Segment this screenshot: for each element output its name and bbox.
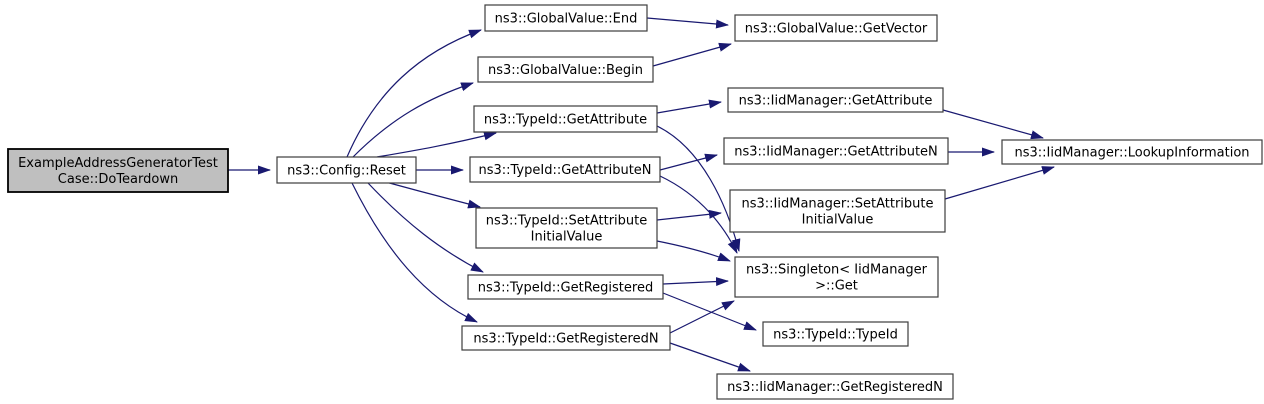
node-box-gv_getvector[interactable] [734,14,938,42]
node-tid_getregn[interactable]: ns3::TypeId::GetRegisteredN [461,325,671,351]
node-iid_getattr[interactable]: ns3::IidManager::GetAttribute [727,87,944,113]
node-box-tid_getattr[interactable] [473,105,658,133]
node-iid_getattrn[interactable]: ns3::IidManager::GetAttributeN [723,137,949,165]
node-box-iid_getattrn[interactable] [723,137,949,165]
edge-reset-tid_getregn [351,182,478,323]
node-label-iid_lookup: ns3::IidManager::LookupInformation [1014,146,1249,161]
node-box-tid_setattr[interactable] [475,207,658,249]
edge-tid_getreg-singleton_get [662,277,729,287]
edge-tid_getreg-tid_ctor [662,292,757,331]
edge-tid_setattr-singleton_get [656,240,731,262]
edge-reset-tid_setattr [381,180,481,209]
node-box-iid_getattr[interactable] [727,87,944,113]
edge-reset-tid_getreg [367,182,484,273]
edge-tid_getregn-singleton_get [669,300,735,334]
node-box-singleton_get[interactable] [734,256,939,298]
node-label-iid_getattrn: ns3::IidManager::GetAttributeN [734,145,938,160]
node-iid_getregn[interactable]: ns3::IidManager::GetRegisteredN [716,373,954,400]
node-gv_getvector[interactable]: ns3::GlobalValue::GetVector [734,14,938,42]
node-label-tid_ctor: ns3::TypeId::TypeId [773,328,898,343]
node-gv_end[interactable]: ns3::GlobalValue::End [484,4,648,32]
edge-iid_setattr-iid_lookup [944,166,1055,200]
node-box-iid_getregn[interactable] [716,373,954,400]
node-tid_getattrn[interactable]: ns3::TypeId::GetAttributeN [469,156,661,183]
node-label-singleton_get: ns3::Singleton< IidManager>::Get [746,263,928,294]
edge-tid_getattrn-singleton_get [659,175,738,254]
node-box-doteardown[interactable] [7,148,229,193]
edge-tid_getattr-singleton_get [656,125,741,252]
node-tid_getattr[interactable]: ns3::TypeId::GetAttribute [473,105,658,133]
node-label-iid_getattr: ns3::IidManager::GetAttribute [739,94,933,109]
edge-reset-tid_getattr [376,131,497,158]
edge-tid_getattrn-iid_getattrn [659,153,718,171]
node-label-tid_getregn: ns3::TypeId::GetRegisteredN [473,332,658,347]
node-tid_ctor[interactable]: ns3::TypeId::TypeId [762,321,909,347]
node-box-tid_getregn[interactable] [461,325,671,351]
node-label-reset: ns3::Config::Reset [287,164,406,179]
node-label-gv_end: ns3::GlobalValue::End [495,12,638,27]
edge-gv_begin-gv_getvector [652,42,732,67]
node-label-tid_getattr: ns3::TypeId::GetAttribute [484,113,647,128]
edge-tid_getattr-iid_getattr [656,99,722,114]
node-label-gv_getvector: ns3::GlobalValue::GetVector [745,22,928,37]
node-box-tid_getattrn[interactable] [469,156,661,183]
node-label-tid_getreg: ns3::TypeId::GetRegistered [478,281,653,296]
edge-tid_getregn-iid_getregn [669,342,751,372]
edge-reset-gv_begin [352,82,474,158]
node-iid_lookup[interactable]: ns3::IidManager::LookupInformation [1001,139,1263,165]
node-box-iid_lookup[interactable] [1001,139,1263,165]
edge-iid_getattr-iid_lookup [942,109,1044,140]
node-box-tid_ctor[interactable] [762,321,909,347]
node-singleton_get[interactable]: ns3::Singleton< IidManager>::Get [734,256,939,298]
node-reset[interactable]: ns3::Config::Reset [276,156,417,184]
node-box-tid_getreg[interactable] [467,274,664,300]
node-tid_getreg[interactable]: ns3::TypeId::GetRegistered [467,274,664,300]
node-label-tid_getattrn: ns3::TypeId::GetAttributeN [478,163,651,178]
node-label-gv_begin: ns3::GlobalValue::Begin [488,63,643,78]
node-box-gv_end[interactable] [484,4,648,32]
node-box-reset[interactable] [276,156,417,184]
edge-tid_setattr-iid_setattr [656,209,722,221]
node-label-iid_getregn: ns3::IidManager::GetRegisteredN [727,380,943,395]
edge-reset-gv_end [346,29,482,158]
node-gv_begin[interactable]: ns3::GlobalValue::Begin [477,56,654,83]
node-box-gv_begin[interactable] [477,56,654,83]
node-box-iid_setattr[interactable] [729,189,946,233]
edge-gv_end-gv_getvector [646,17,729,29]
